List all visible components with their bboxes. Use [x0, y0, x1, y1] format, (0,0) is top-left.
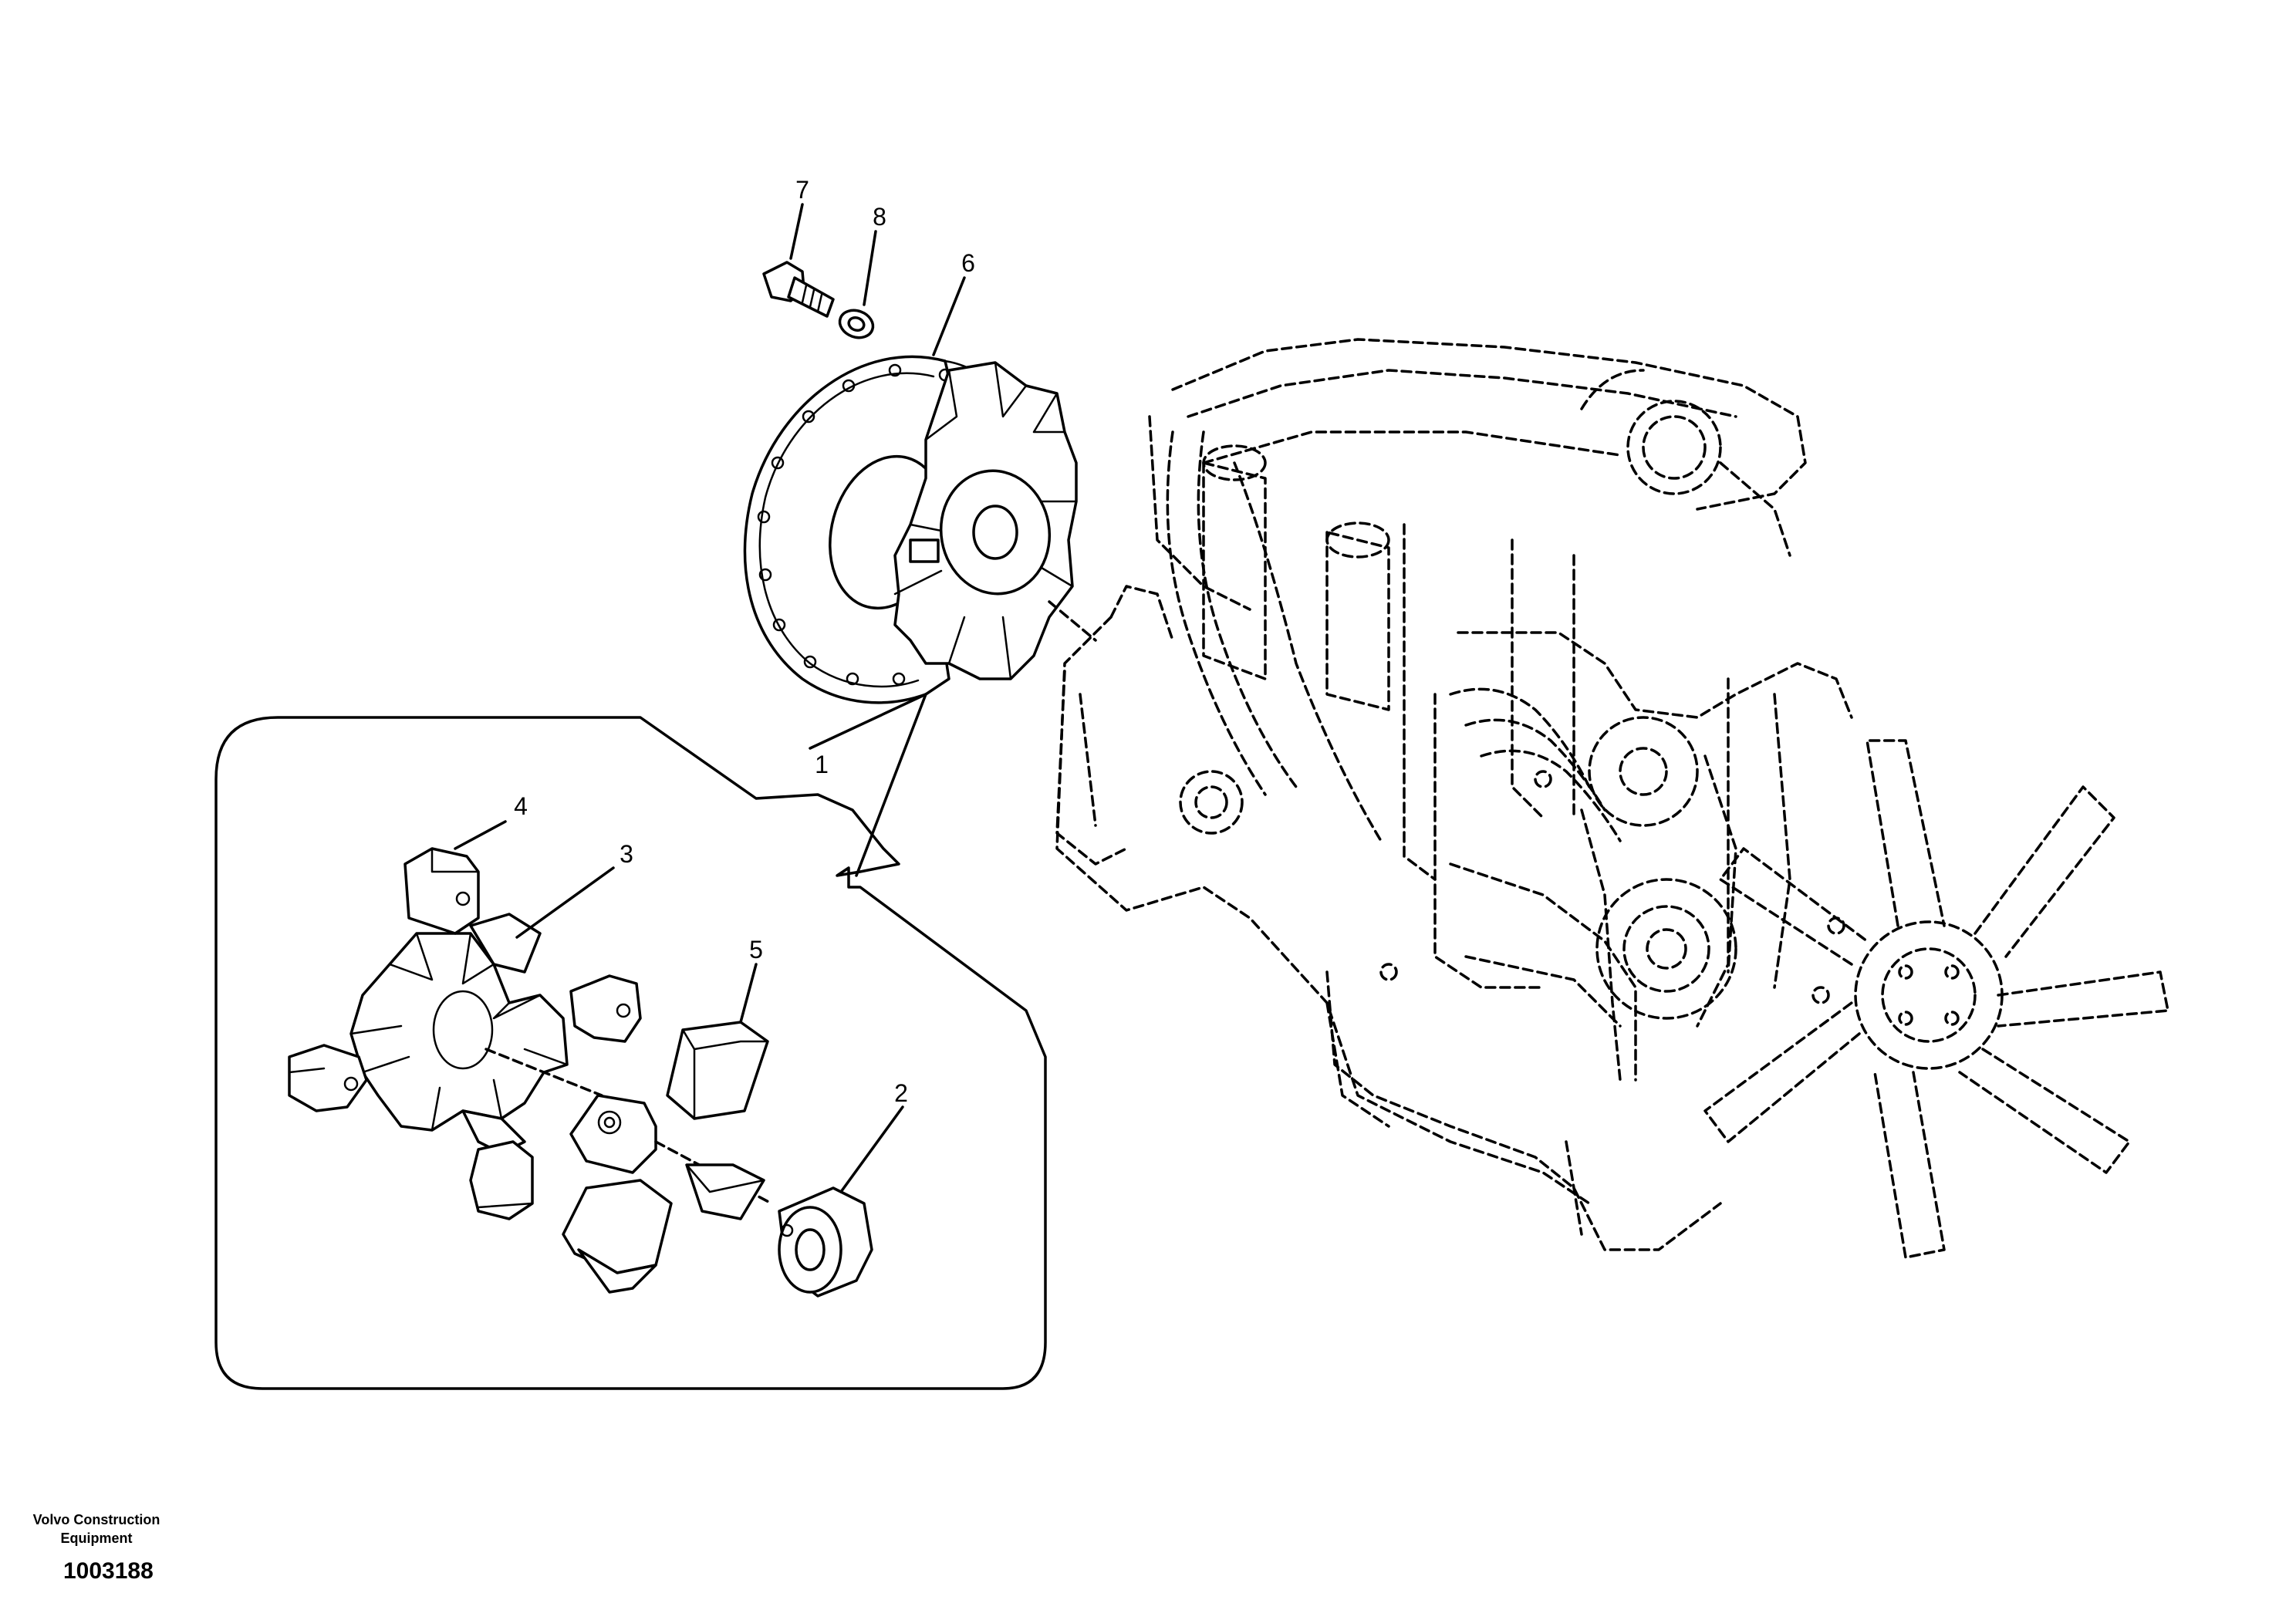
cooling-fan-phantom — [1703, 739, 2169, 1259]
brand-line-1: Volvo Construction — [32, 1512, 160, 1527]
leader-lines — [454, 203, 966, 1193]
stopper-block-top — [403, 847, 480, 935]
stopper-block-left — [288, 1044, 368, 1112]
callout-7: 7 — [795, 176, 809, 204]
callout-1: 1 — [815, 751, 829, 778]
callout-8: 8 — [873, 203, 886, 231]
callout-3: 3 — [620, 840, 633, 868]
brand-line-2: Equipment — [60, 1531, 133, 1546]
wedge-middle — [685, 1163, 765, 1220]
callout-5: 5 — [749, 936, 763, 964]
wedge-lower — [562, 1179, 673, 1294]
stopper-block-right — [569, 974, 642, 1043]
callout-6: 6 — [961, 249, 975, 277]
document-number: 1003188 — [63, 1558, 154, 1584]
brand-name: Volvo Construction Equipment — [15, 1510, 177, 1547]
engine-phantom — [1055, 338, 1853, 1251]
detail-boundary — [214, 716, 1047, 1390]
stopper-block-bottom — [469, 1140, 534, 1220]
wedge-insert — [666, 1021, 769, 1120]
rubber-element — [349, 913, 603, 1155]
callout-2: 2 — [894, 1079, 908, 1107]
bolt — [762, 261, 835, 318]
footer: Volvo Construction Equipment 1003188 — [15, 1510, 216, 1585]
hub — [778, 1186, 873, 1298]
callout-4: 4 — [514, 792, 528, 820]
coupling-assembly — [893, 361, 1097, 680]
washer — [838, 309, 875, 339]
